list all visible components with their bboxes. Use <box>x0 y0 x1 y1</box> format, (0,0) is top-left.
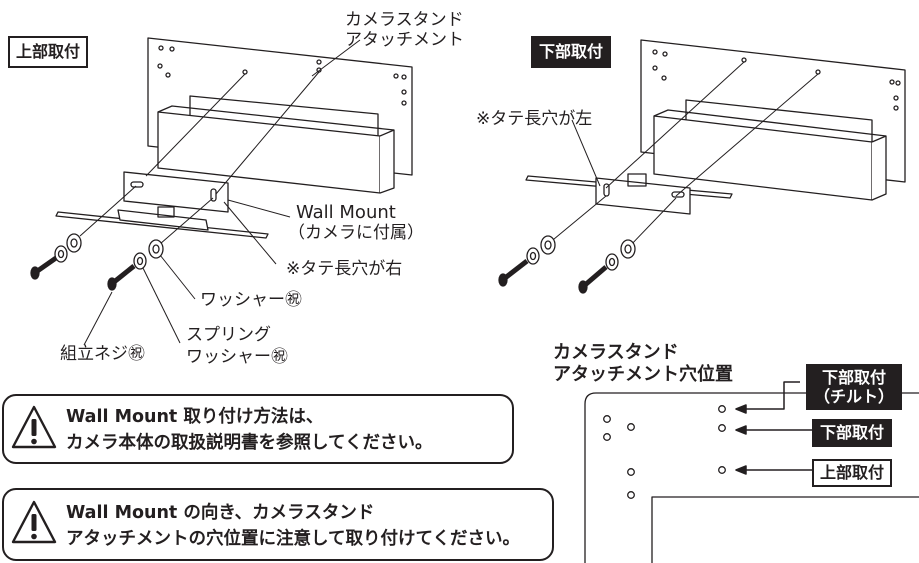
hole-tag-bottom-tilt: 下部取付 （チルト） <box>806 364 903 410</box>
camera-stand-attachment-label: カメラスタンド アタッチメント <box>345 10 464 50</box>
left-screw-icon-1 <box>30 255 58 280</box>
hole-tag-top: 上部取付 <box>812 459 893 487</box>
right-stand-box <box>653 99 887 201</box>
left-spring-washer-2 <box>133 252 147 270</box>
warning-triangle-icon <box>11 405 57 449</box>
spring-washer-label: スプリング ワッシャー㊗ <box>186 325 288 367</box>
warning-box-2: Wall Mount の向き、カメラスタンド アタッチメントの穴位置に注意して取… <box>2 488 554 561</box>
warning-1-line-1: Wall Mount 取り付け方法は、 <box>66 407 324 427</box>
hole-tag-arrows <box>735 381 812 475</box>
left-stand-box <box>157 95 395 194</box>
left-screw-icon-2 <box>107 264 136 291</box>
arrow-left-icon <box>735 465 747 475</box>
slot-right-note: ※タテ長穴が右 <box>286 259 403 279</box>
hole-position-plate <box>584 392 919 563</box>
hole-position-title: カメラスタンド アタッチメント穴位置 <box>553 342 733 385</box>
wall-mount-label: Wall Mount （カメラに付属） <box>288 202 424 244</box>
warning-2-line-2: アタッチメントの穴位置に注意して取り付けてください。 <box>66 529 520 549</box>
left-washer-2 <box>148 239 164 259</box>
right-screw-icon-2 <box>578 265 608 294</box>
slot-left-note: ※タテ長穴が左 <box>476 109 593 129</box>
warning-box-1: Wall Mount 取り付け方法は、 カメラ本体の取扱説明書を参照してください… <box>2 394 514 464</box>
right-washer-2 <box>620 239 636 259</box>
warning-triangle-icon <box>11 500 57 544</box>
assembly-screw-label: 組立ネジ㊗ <box>60 344 145 364</box>
right-washer-1 <box>540 235 556 255</box>
left-guide-lines <box>79 39 361 346</box>
arrow-left-icon <box>735 404 747 414</box>
top-mount-tag: 上部取付 <box>8 36 89 68</box>
washer-small-label: ワッシャー㊗ <box>200 290 302 310</box>
right-spring-washer-2 <box>605 253 619 271</box>
left-wall-mount-plate <box>55 171 269 239</box>
left-washer-1 <box>66 233 82 253</box>
bottom-mount-tag: 下部取付 <box>531 36 612 68</box>
warning-1-line-2: カメラ本体の取扱説明書を参照してください。 <box>66 433 433 453</box>
right-spring-washer-1 <box>526 247 540 265</box>
warning-2-line-1: Wall Mount の向き、カメラスタンド <box>66 503 375 523</box>
hole-tag-bottom: 下部取付 <box>812 419 893 447</box>
left-spring-washer-1 <box>54 245 68 263</box>
right-guide-lines <box>547 61 819 249</box>
right-screw-icon-1 <box>498 259 529 287</box>
arrow-left-icon <box>735 425 747 435</box>
